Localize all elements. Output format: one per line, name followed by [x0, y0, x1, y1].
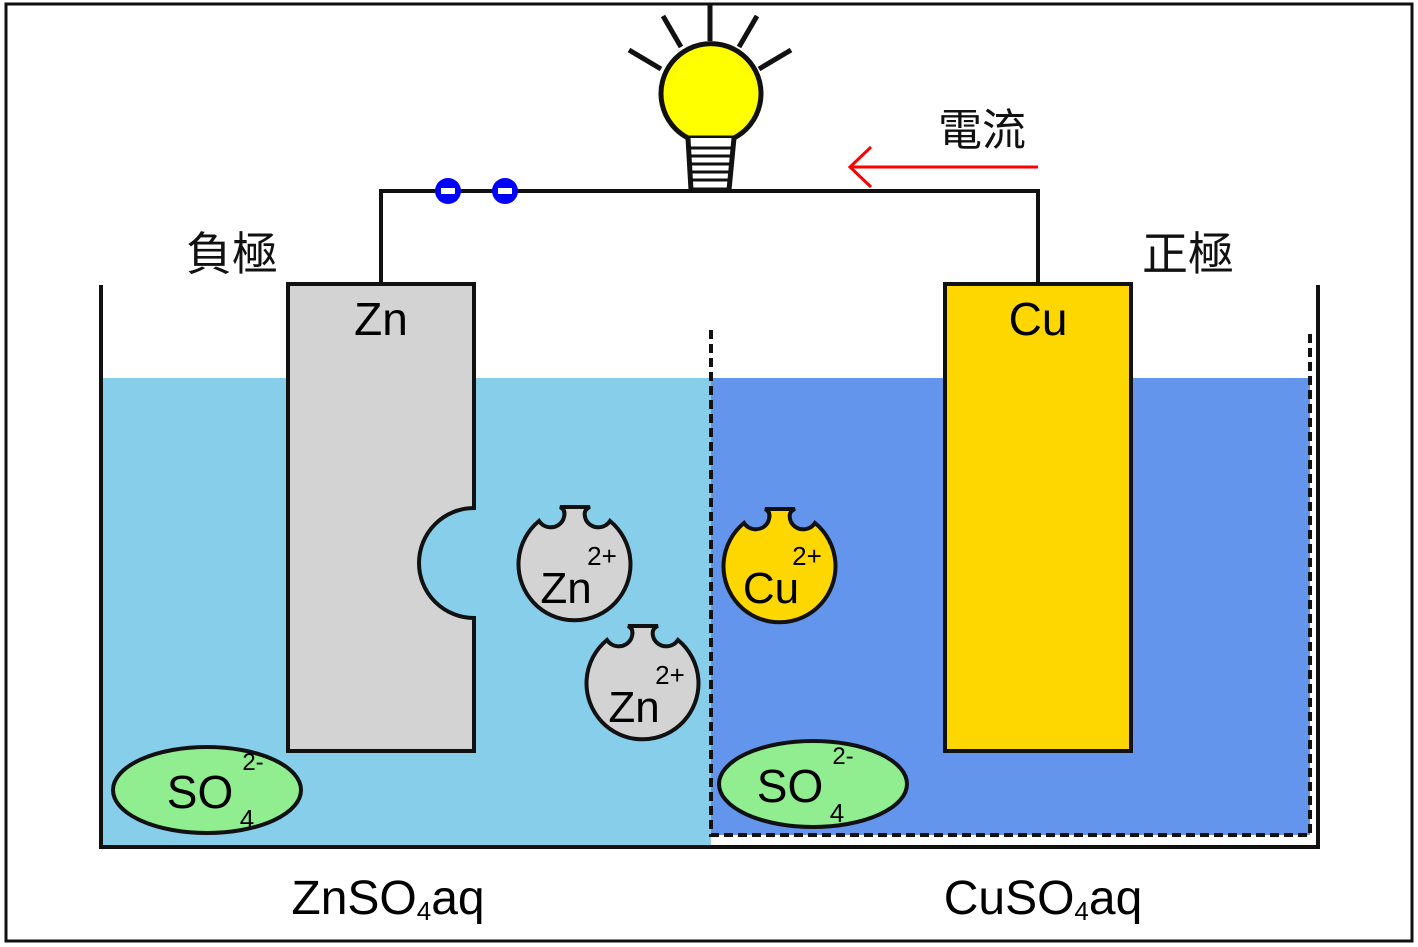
zn-ion-charge: 2+: [655, 660, 685, 690]
sulfate-ion: SO 4 2-: [111, 745, 303, 835]
negative-electrode-label: 負極: [186, 227, 278, 281]
cu-solution-label: CuSO4aq: [944, 872, 1143, 926]
cu-ion: Cu 2+: [721, 507, 838, 625]
zn-electrode: [286, 282, 476, 753]
sulfate-charge: 2-: [832, 743, 853, 770]
minus-icon: [441, 188, 455, 194]
minus-icon: [498, 188, 512, 194]
zn-ion: Zn 2+: [516, 505, 633, 623]
beaker: [99, 285, 1320, 849]
zn-ion-symbol: Zn: [608, 683, 659, 732]
zn-ion: Zn 2+: [584, 624, 701, 742]
cu-ion-symbol: Cu: [743, 564, 799, 613]
zn-electrode-label: Zn: [354, 293, 408, 345]
porous-partition: [709, 330, 1312, 837]
sulfate-charge: 2-: [242, 749, 263, 776]
sulfate-ion: SO 4 2-: [717, 739, 909, 829]
sulfate-subscript: 4: [240, 804, 254, 834]
electron: [492, 178, 518, 204]
zn-ion-charge: 2+: [587, 541, 617, 571]
cu-electrode-label: Cu: [1009, 293, 1068, 345]
zn-ion-symbol: Zn: [540, 564, 591, 613]
light-bulb-icon: [627, 4, 793, 193]
cu-ion-charge: 2+: [792, 541, 822, 571]
current-label: 電流: [938, 105, 1026, 156]
sulfate-subscript: 4: [830, 798, 844, 828]
electron: [435, 178, 461, 204]
cu-electrode: [943, 282, 1133, 753]
positive-electrode-label: 正極: [1142, 227, 1234, 281]
zn-solution-label: ZnSO4aq: [291, 872, 484, 926]
current-arrow: [847, 145, 1038, 189]
sulfate-symbol: SO: [167, 766, 233, 818]
sulfate-symbol: SO: [757, 760, 823, 812]
